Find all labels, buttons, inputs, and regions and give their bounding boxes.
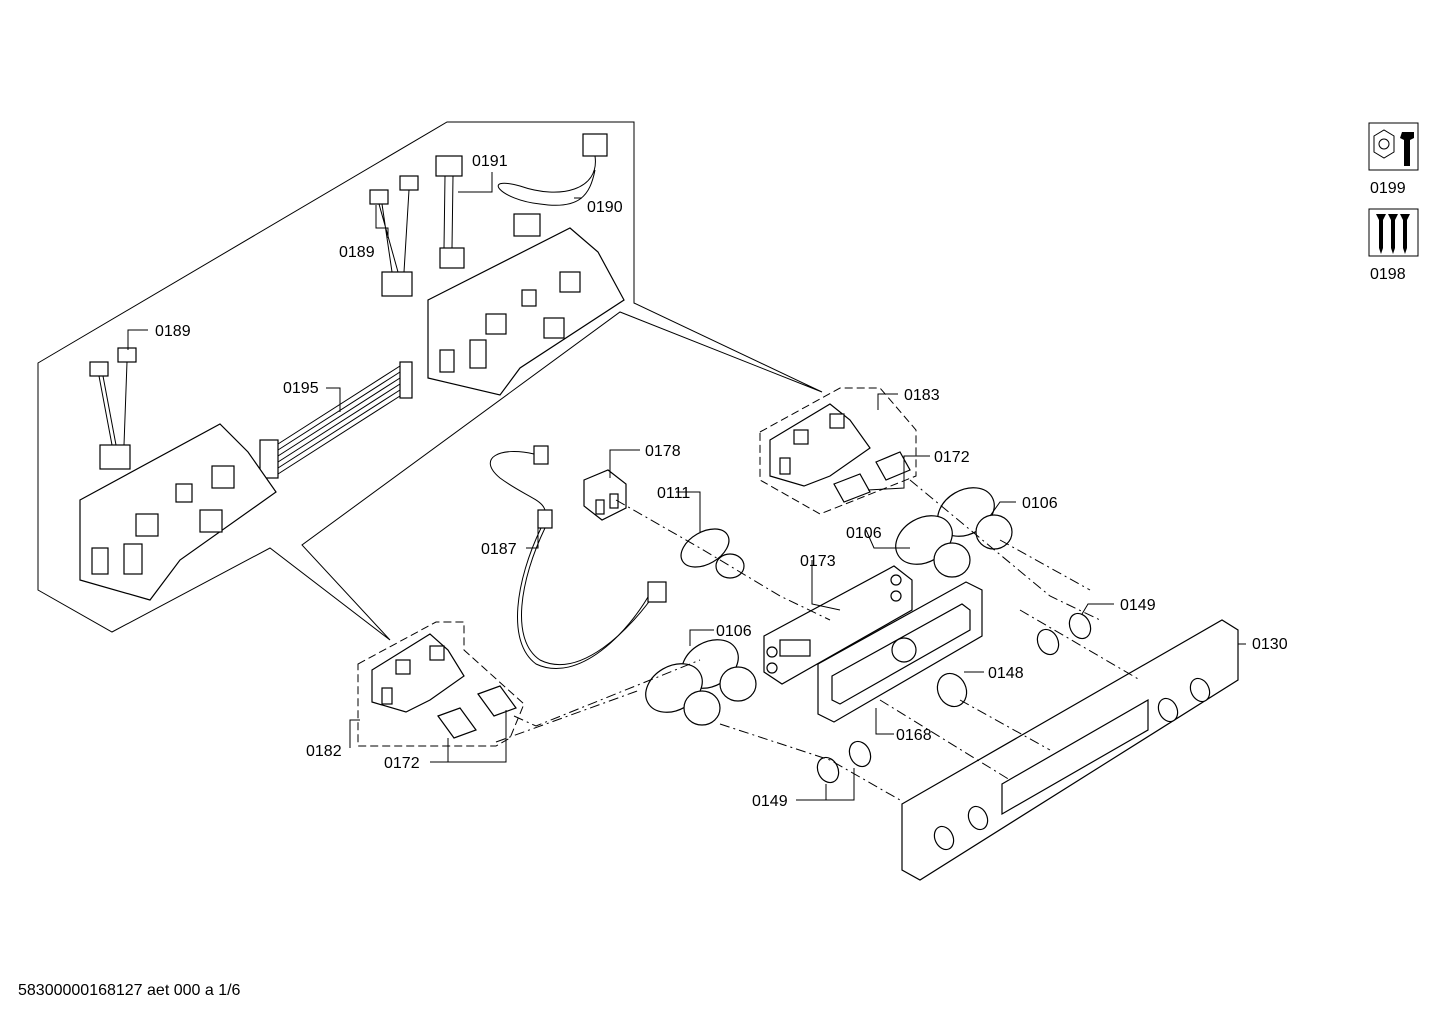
cable-0187 [489, 445, 667, 670]
wire-harness-0190 [497, 133, 608, 237]
knob-tips-0172-upper [833, 451, 911, 503]
label-0191: 0191 [472, 153, 508, 170]
label-0172-upper: 0172 [934, 449, 970, 466]
label-0183: 0183 [904, 387, 940, 404]
label-0195: 0195 [283, 380, 319, 397]
wrench-nut-icon [1368, 122, 1419, 171]
control-panel-0130 [901, 619, 1239, 881]
label-0111: 0111 [657, 485, 690, 502]
wire-harness-0189-left [89, 347, 137, 470]
assembly-guide-lines [495, 479, 1141, 801]
knob-0106-lower-lower [645, 663, 721, 726]
detail-frame [37, 121, 823, 641]
ring-0148 [936, 672, 968, 708]
knob-tips-0172-lower [437, 685, 517, 739]
knob-0106-upper-mid [895, 515, 971, 578]
label-0199: 0199 [1370, 180, 1406, 197]
label-0106-mid: 0106 [846, 525, 882, 542]
leader-lines [127, 172, 1246, 801]
rings-0149-upper [1036, 612, 1092, 656]
electronic-module-lower [79, 423, 277, 601]
label-0168: 0168 [896, 727, 932, 744]
label-0148: 0148 [988, 665, 1024, 682]
label-0189-left: 0189 [155, 323, 191, 340]
control-module-0182 [357, 621, 525, 747]
label-0190: 0190 [587, 199, 623, 216]
label-0189-top: 0189 [339, 244, 375, 261]
label-0149-upper: 0149 [1120, 597, 1156, 614]
label-0187: 0187 [481, 541, 517, 558]
switch-0178 [583, 469, 627, 521]
label-0149-lower: 0149 [752, 793, 788, 810]
label-0172-lower: 0172 [384, 755, 420, 772]
screws-icon [1368, 208, 1419, 257]
display-board-0173 [763, 565, 913, 685]
label-0182: 0182 [306, 743, 342, 760]
label-0178: 0178 [645, 443, 681, 460]
display-frame-0168 [817, 581, 983, 723]
label-0106-right: 0106 [1022, 495, 1058, 512]
wire-harness-0189-top [369, 175, 419, 297]
control-module-0183 [759, 387, 917, 515]
label-0198: 0198 [1370, 266, 1406, 283]
electronic-module-upper [427, 227, 625, 396]
rings-0149-lower [816, 740, 872, 784]
wire-harness-0191 [435, 155, 465, 269]
label-0173: 0173 [800, 553, 836, 570]
document-footer: 58300000168127 aet 000 a 1/6 [18, 982, 241, 999]
ribbon-cable-0195 [259, 361, 413, 479]
rotary-encoder-0111 [680, 528, 745, 579]
label-0130: 0130 [1252, 636, 1288, 653]
label-0106-lower: 0106 [716, 623, 752, 640]
